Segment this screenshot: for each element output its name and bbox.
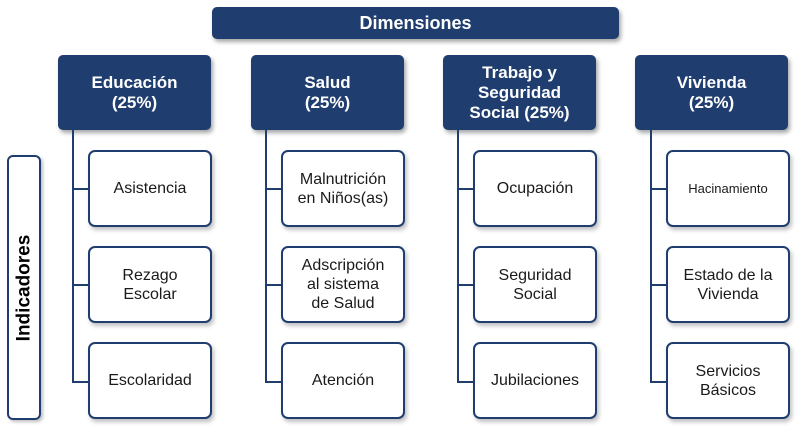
connector-branch bbox=[265, 284, 282, 286]
indicator-hacinamiento: Hacinamiento bbox=[666, 150, 790, 227]
indicators-label: Indicadores bbox=[13, 234, 34, 341]
dimensions-title: Dimensiones bbox=[212, 7, 619, 39]
indicator-jubilaciones: Jubilaciones bbox=[473, 342, 597, 419]
connector-educacion bbox=[72, 130, 74, 382]
indicator-asistencia: Asistencia bbox=[88, 150, 212, 227]
indicator-estado-vivienda: Estado de la Vivienda bbox=[666, 246, 790, 323]
connector-salud bbox=[265, 130, 267, 382]
connector-branch bbox=[457, 188, 474, 190]
connector-branch bbox=[72, 188, 89, 190]
connector-trabajo bbox=[457, 130, 459, 382]
connector-branch bbox=[457, 284, 474, 286]
dimension-educacion: Educación (25%) bbox=[58, 55, 211, 130]
connector-branch bbox=[650, 188, 667, 190]
connector-vivienda bbox=[650, 130, 652, 382]
indicator-adscripcion: Adscripción al sistema de Salud bbox=[281, 246, 405, 323]
dimension-trabajo: Trabajo y Seguridad Social (25%) bbox=[443, 55, 596, 130]
connector-branch bbox=[265, 381, 282, 383]
indicator-rezago-escolar: Rezago Escolar bbox=[88, 246, 212, 323]
dimension-vivienda: Vivienda (25%) bbox=[635, 55, 788, 130]
indicator-ocupacion: Ocupación bbox=[473, 150, 597, 227]
dimension-salud: Salud (25%) bbox=[251, 55, 404, 130]
indicator-malnutricion: Malnutrición en Niños(as) bbox=[281, 150, 405, 227]
indicator-escolaridad: Escolaridad bbox=[88, 342, 212, 419]
connector-branch bbox=[457, 381, 474, 383]
connector-branch bbox=[265, 188, 282, 190]
indicator-servicios-basicos: Servicios Básicos bbox=[666, 342, 790, 419]
connector-branch bbox=[650, 381, 667, 383]
indicators-label-box: Indicadores bbox=[7, 155, 41, 420]
indicator-seguridad-social: Seguridad Social bbox=[473, 246, 597, 323]
connector-branch bbox=[72, 284, 89, 286]
connector-branch bbox=[72, 381, 89, 383]
connector-branch bbox=[650, 284, 667, 286]
indicator-atencion: Atención bbox=[281, 342, 405, 419]
